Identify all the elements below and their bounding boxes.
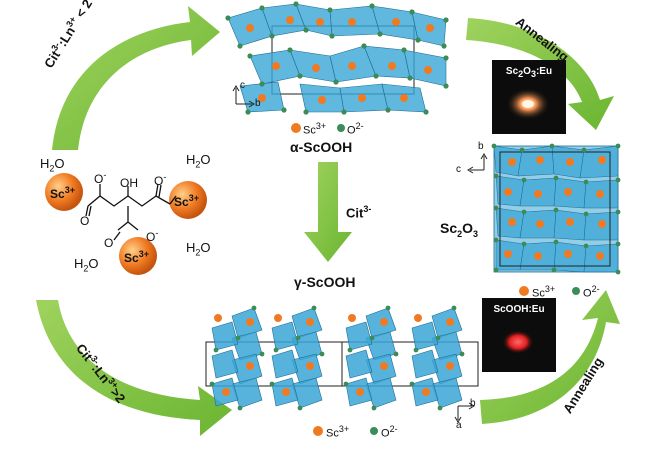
alpha-title: α-ScOOH: [290, 139, 353, 155]
sc2o3-title: Sc2O3: [440, 220, 479, 239]
alpha-legend-o-dot: [337, 124, 345, 132]
gamma-legend-o-dot: [370, 427, 378, 435]
gamma-title: γ-ScOOH: [294, 274, 356, 290]
citrate-o-minus-bottom: O-: [146, 228, 159, 244]
water-label-1: H2O: [40, 156, 65, 174]
gamma-legend-sc-label: Sc3+: [326, 424, 350, 440]
citrate-skeleton: [85, 183, 177, 241]
sc-ion-right: [169, 181, 207, 219]
gamma-legend-sc-dot: [313, 426, 323, 436]
alpha-axis-c-label: c: [240, 80, 245, 91]
sc-ion-left: [45, 173, 83, 211]
sc2o3-unit-cell-box: [499, 151, 611, 267]
sc2o3-legend-o-dot: [572, 287, 580, 295]
arrow-bottom-left: [36, 300, 232, 436]
arrow-top-left: [52, 6, 220, 150]
water-label-2: H2O: [186, 152, 211, 170]
sc2o3-legend-sc-dot: [519, 286, 529, 296]
inset-bottom-label: ScOOH:Eu: [493, 304, 545, 315]
arrow-label-middle: Cit3-: [346, 204, 372, 221]
inset-bottom-glow: [502, 330, 534, 354]
alpha-legend-sc-dot: [291, 123, 301, 133]
gamma-axis-indicator: [454, 402, 475, 423]
sc-ion-right-label: Sc3+: [174, 193, 199, 209]
sc2o3-structure: [467, 143, 621, 296]
arrow-top-right: [466, 18, 614, 130]
alpha-axis-indicator: [232, 85, 255, 108]
gamma-unit-cell-right: [341, 341, 479, 387]
citrate-oh-label: OH: [120, 176, 138, 190]
inset-top-label: Sc2O3:Eu: [505, 66, 553, 79]
citrate-complex: [45, 173, 207, 275]
water-label-4: H2O: [74, 256, 99, 274]
citrate-o-minus-left: O-: [94, 170, 107, 186]
citrate-o-minus-right: O-: [154, 172, 167, 188]
alpha-legend-o-label: O2-: [347, 121, 364, 137]
sc2o3-legend-o-label: O2-: [583, 284, 600, 300]
alpha-scooh-structure: [225, 1, 449, 133]
gamma-axis-a-label: a: [456, 420, 462, 431]
alpha-axis-b-label: b: [255, 98, 261, 109]
sc2o3-axis-b-label: b: [478, 141, 484, 152]
water-label-3: H2O: [186, 240, 211, 258]
gamma-scooh-structure: [205, 305, 479, 436]
sc-ion-left-label: Sc3+: [50, 185, 75, 201]
sc2o3-axis-c-label: c: [456, 164, 461, 175]
gamma-axis-b-label: b: [470, 398, 476, 409]
sc2o3-axis-indicator: [467, 153, 488, 174]
sc2o3-legend-sc-label: Sc3+: [532, 284, 556, 300]
sc-ion-bottom-label: Sc3+: [124, 249, 149, 265]
gamma-legend-o-label: O2-: [381, 424, 398, 440]
arrow-middle-down: [304, 162, 352, 262]
alpha-legend-sc-label: Sc3+: [303, 121, 327, 137]
arrow-bottom-right: [480, 290, 620, 424]
citrate-o-bottom-left: O: [104, 236, 114, 250]
sc-ion-bottom: [119, 237, 157, 275]
citrate-o-left: O: [80, 214, 90, 228]
